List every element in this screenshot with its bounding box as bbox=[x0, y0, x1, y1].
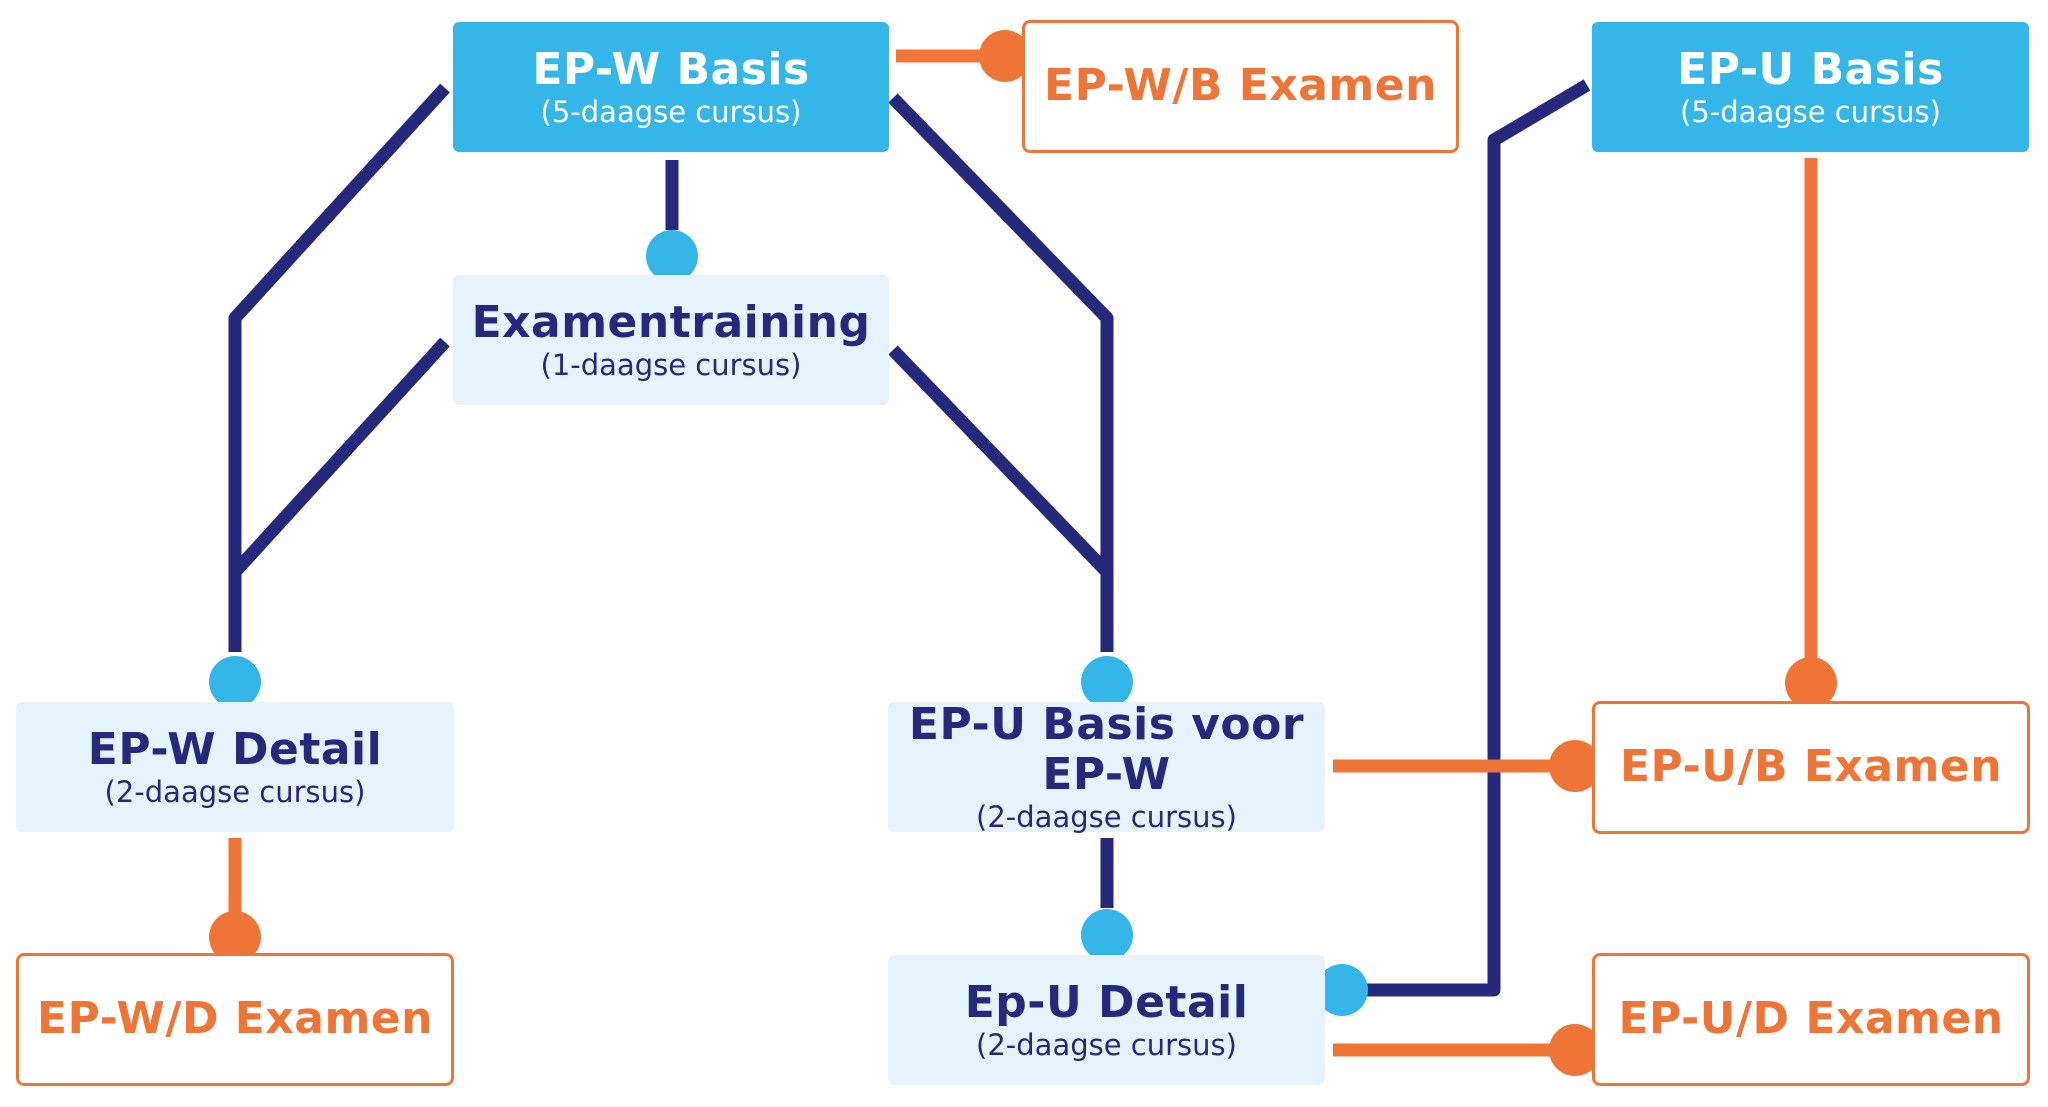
connector-examentraining-to-epu-basis-voor-epw bbox=[888, 345, 1112, 577]
dot-epu-basis-voor-epw bbox=[1081, 656, 1133, 708]
node-title: EP-U Basis voor EP-W bbox=[908, 698, 1305, 801]
node-examentraining: Examentraining (1-daagse cursus) bbox=[453, 275, 889, 405]
node-title: EP-W/B Examen bbox=[1044, 60, 1437, 112]
node-title: EP-U/D Examen bbox=[1618, 993, 2004, 1045]
node-title: EP-W/D Examen bbox=[37, 993, 433, 1045]
node-epwb-examen: EP-W/B Examen bbox=[1022, 20, 1459, 153]
dot-examentraining bbox=[646, 230, 698, 282]
connector-epu-basis-to-epu-detail bbox=[1342, 79, 1591, 997]
node-subtitle: (2-daagse cursus) bbox=[104, 774, 366, 809]
dot-epu-detail-top bbox=[1081, 909, 1133, 961]
node-title: EP-U Basis bbox=[1677, 44, 1944, 96]
dot-epub-examen-top bbox=[1785, 657, 1837, 709]
dot-epwd-examen bbox=[209, 911, 261, 963]
node-epu-basis: EP-U Basis (5-daagse cursus) bbox=[1592, 22, 2029, 152]
dot-epub-examen-left bbox=[1549, 740, 1601, 792]
dot-epu-detail-right bbox=[1316, 964, 1368, 1016]
node-subtitle: (5-daagse cursus) bbox=[1680, 94, 1941, 129]
node-epud-examen: EP-U/D Examen bbox=[1592, 953, 2030, 1086]
node-subtitle: (1-daagse cursus) bbox=[540, 347, 802, 382]
connector-epw-basis-to-epw-detail bbox=[228, 83, 450, 652]
node-epub-examen: EP-U/B Examen bbox=[1592, 701, 2030, 834]
node-epwd-examen: EP-W/D Examen bbox=[16, 953, 454, 1086]
node-subtitle: (5-daagse cursus) bbox=[540, 94, 802, 129]
dot-epw-detail bbox=[209, 656, 261, 708]
node-subtitle: (2-daagse cursus) bbox=[976, 799, 1237, 834]
node-epw-detail: EP-W Detail (2-daagse cursus) bbox=[16, 702, 454, 832]
node-epu-basis-voor-epw: EP-U Basis voor EP-W (2-daagse cursus) bbox=[888, 698, 1325, 834]
node-title: EP-U/B Examen bbox=[1619, 741, 2003, 793]
connector-examentraining-to-epw-detail bbox=[230, 337, 450, 577]
node-title: EP-W Detail bbox=[87, 724, 383, 776]
node-subtitle: (2-daagse cursus) bbox=[976, 1027, 1237, 1062]
node-title: Ep-U Detail bbox=[964, 977, 1249, 1029]
node-title: EP-W Basis bbox=[532, 44, 810, 96]
dot-epud-examen bbox=[1549, 1024, 1601, 1076]
node-epw-basis: EP-W Basis (5-daagse cursus) bbox=[453, 22, 889, 152]
dot-epwb-examen bbox=[979, 30, 1031, 82]
node-epu-detail: Ep-U Detail (2-daagse cursus) bbox=[888, 955, 1325, 1085]
node-title: Examentraining bbox=[471, 297, 871, 349]
connector-epw-basis-to-epu-basis-voor-epw bbox=[888, 93, 1114, 652]
